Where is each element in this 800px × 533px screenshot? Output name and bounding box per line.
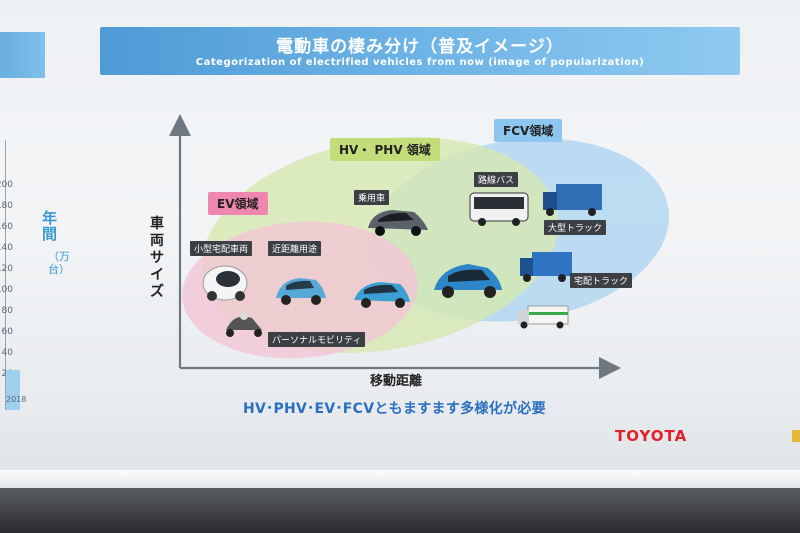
left-tick: 180 [0,201,13,211]
ev-region-label: EV領域 [208,192,268,215]
y-axis-label: 車両サイズ [150,216,164,300]
tag-short-distance: 近距離用途 [268,241,322,256]
left-tick: 140 [0,243,13,253]
small-delivery-vehicle-icon [202,265,248,301]
tagline: HV･PHV･EV･FCVともますます多様化が必要 [243,401,546,417]
screen-bottom-glow [0,470,800,492]
brand-logo: TOYOTA [615,427,688,445]
tag-small-delivery: 小型宅配車両 [190,241,253,256]
tag-passenger-car: 乗用車 [354,190,390,205]
left-tick: 80 [1,306,13,316]
passenger-car-icon [368,210,428,236]
page-subtitle: Categorization of electrified vehicles f… [195,57,645,68]
floor-area [0,488,800,533]
left-banner [0,32,45,78]
left-axis-line [5,140,6,410]
left-tick: 120 [0,264,13,274]
title-banner: 電動車の棲み分け（普及イメージ） Categorization of elect… [100,27,740,75]
phv-car-icon [354,282,410,308]
left-tick: 160 [0,222,13,232]
left-tick: 40 [1,348,13,358]
convenience-delivery-truck-icon [518,305,569,329]
edge-logo-fragment [792,430,800,442]
tag-personal-mobility: パーソナルモビリティ [268,332,366,347]
left-tick: 100 [0,285,13,295]
fcv-region-label: FCV領域 [494,119,563,142]
left-bar [6,370,20,410]
personal-mobility-icon [226,312,262,337]
delivery-truck-icon [520,252,572,282]
fcv-car-icon [434,264,502,298]
unit-label: 年間 [42,209,58,243]
short-distance-car-icon [276,278,326,305]
large-truck-icon [543,184,602,216]
tag-delivery-truck: 宅配トラック [570,273,633,288]
route-bus-icon [469,192,529,226]
tag-large-truck: 大型トラック [544,220,607,235]
left-tick: 200 [0,180,13,190]
left-chart-panel: 200 180 160 140 120 100 80 60 40 20 0 7 … [0,20,45,460]
tag-route-bus: 路線バス [474,172,519,187]
page-title: 電動車の棲み分け（普及イメージ） [276,37,564,57]
x-axis-label: 移動距離 [370,374,423,389]
hv-phv-region-label: HV・ PHV 領域 [330,138,440,161]
left-tick: 60 [1,327,13,337]
left-year: 2018 [6,395,27,404]
